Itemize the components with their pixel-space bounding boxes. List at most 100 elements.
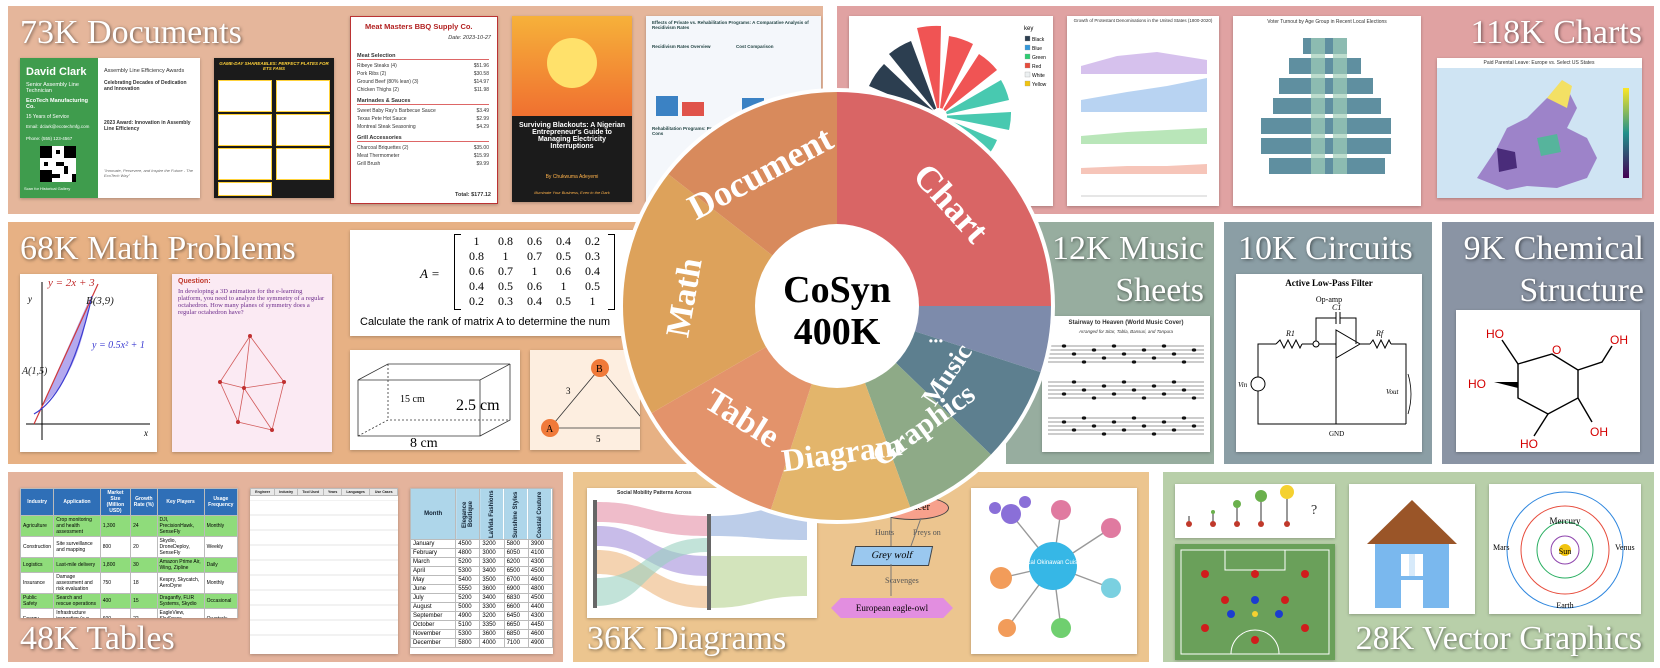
sankey-flow — [597, 550, 707, 608]
mind-node — [1001, 504, 1021, 524]
table-cell: April — [410, 566, 457, 576]
solar-system: Mercury Sun Mars Venus Earth — [1489, 484, 1641, 614]
table-header-cell: LaVida Fashions — [479, 488, 505, 540]
menu-item: Texas Pete Hot Sauce$2.99 — [357, 115, 489, 123]
menu-item-price: $11.98 — [474, 87, 489, 93]
table-header-cell: Sunshine Styles — [504, 488, 529, 540]
matrix-cell: 1 — [502, 249, 509, 263]
music-note — [1071, 428, 1077, 432]
table-cell: May — [410, 575, 457, 585]
table-cell: 1,300 — [99, 515, 132, 537]
rf-label: Rf — [1375, 329, 1385, 338]
menu-item-name: Charcoal Briquettes (2) — [357, 145, 409, 151]
food-web-arrows — [890, 517, 922, 596]
card-role: Senior Assembly Line Technician — [26, 82, 79, 94]
table-cell: 3900 — [527, 539, 553, 549]
pyramid-bar — [1261, 138, 1391, 154]
resistor-r1 — [1275, 338, 1303, 350]
table-cell: 6600 — [503, 602, 529, 612]
matrix-cell: 1 — [473, 234, 480, 248]
menu-item-price: $2.99 — [476, 116, 489, 122]
curve2-label: y = 0.5x² + 1 — [91, 340, 145, 351]
table-cell: 4600 — [527, 629, 553, 639]
music-note — [1121, 380, 1127, 384]
point-b-label: B(3,9) — [86, 295, 114, 307]
menu-section-heading: Meat Selection — [357, 53, 489, 60]
box-svg: 2.5 cm 15 cm 8 cm — [357, 363, 511, 450]
circuit-title: Active Low-Pass Filter — [1285, 278, 1372, 288]
matrix-cell: 0.5 — [498, 279, 513, 293]
table-cell: Monthly — [203, 572, 238, 594]
table-cell: 4500 — [455, 539, 481, 549]
pyramid-bar — [1279, 78, 1373, 94]
atom-label: HO — [1520, 437, 1538, 451]
pyramid-bar — [1269, 158, 1385, 174]
table-cell: Crop monitoring and health assessment — [53, 515, 101, 537]
legend-item: Green — [1032, 55, 1046, 61]
mind-node — [1101, 578, 1121, 598]
table-cell: August — [410, 602, 457, 612]
table-cell: 3200 — [479, 539, 505, 549]
table-cell: 30 — [130, 557, 158, 573]
matrix-cell: 0.5 — [556, 249, 571, 263]
menu-item-price: $30.58 — [473, 71, 489, 77]
sankey-title: Social Mobility Patterns Across — [617, 490, 692, 496]
award-title: Assembly Line Efficiency Awards — [104, 68, 185, 74]
music-note — [1071, 380, 1077, 384]
music-note — [1181, 388, 1187, 392]
food-label-hunts: Hunts — [875, 528, 895, 537]
music-note — [1101, 356, 1107, 360]
menu-item-name: Montreal Steak Seasoning — [357, 124, 416, 130]
table-header-cell: Use Cases — [369, 488, 398, 496]
math-title: 68K Math Problems — [20, 230, 296, 267]
map-land — [1477, 88, 1597, 190]
sankey-flow — [597, 502, 707, 536]
area-series — [1081, 52, 1207, 74]
area-chart-svg — [1081, 52, 1207, 197]
matrix-cell: 0.6 — [527, 279, 542, 293]
music-note — [1161, 344, 1167, 348]
music-note — [1061, 420, 1067, 424]
house-svg — [1367, 500, 1457, 608]
table-cell: 22 — [130, 608, 158, 618]
matrix-cell: 0.4 — [556, 234, 571, 248]
book-author: By Chukwuma Adeyemi — [545, 174, 599, 180]
mind-node — [1051, 618, 1071, 638]
music-note — [1171, 428, 1177, 432]
capacitor-c1 — [1335, 312, 1341, 324]
table-header-cell: Market Size (Million USD) — [99, 488, 132, 516]
table-header-cell: Key Players — [156, 488, 205, 516]
bbq-receipt: Meat Masters BBQ Supply Co. Date: 2023-1… — [350, 16, 498, 204]
box-height-label: 2.5 cm — [456, 397, 500, 414]
sun-icon — [547, 38, 597, 88]
documents-title: 73K Documents — [20, 14, 242, 51]
menu-item: Meat Thermometer$15.99 — [357, 152, 489, 160]
matrix-cell: 0.6 — [556, 264, 571, 278]
matrix-cell: 1 — [589, 294, 596, 308]
tri-side1-label: 3 — [566, 386, 571, 396]
music-note — [1131, 388, 1137, 392]
atom-label: HO — [1468, 377, 1486, 391]
legend-item: Yellow — [1032, 82, 1047, 88]
voltage-source-icon — [1250, 376, 1266, 392]
music-note — [1191, 396, 1197, 400]
table-cell: 6900 — [503, 584, 529, 594]
card-email: Email: dclark@ecotechmfg.com — [26, 124, 90, 129]
table-cell: 5300 — [455, 566, 481, 576]
menu-section-heading: Grill Accessories — [357, 135, 489, 142]
wheel-center-title: CoSyn — [783, 269, 891, 311]
table-cell: 6850 — [503, 629, 529, 639]
table-cell: October — [410, 620, 457, 630]
chemical-title-line1: 9K Chemical — [1463, 230, 1644, 267]
atom-label: O — [1552, 343, 1561, 357]
diagrams-title: 36K Diagrams — [587, 620, 787, 657]
